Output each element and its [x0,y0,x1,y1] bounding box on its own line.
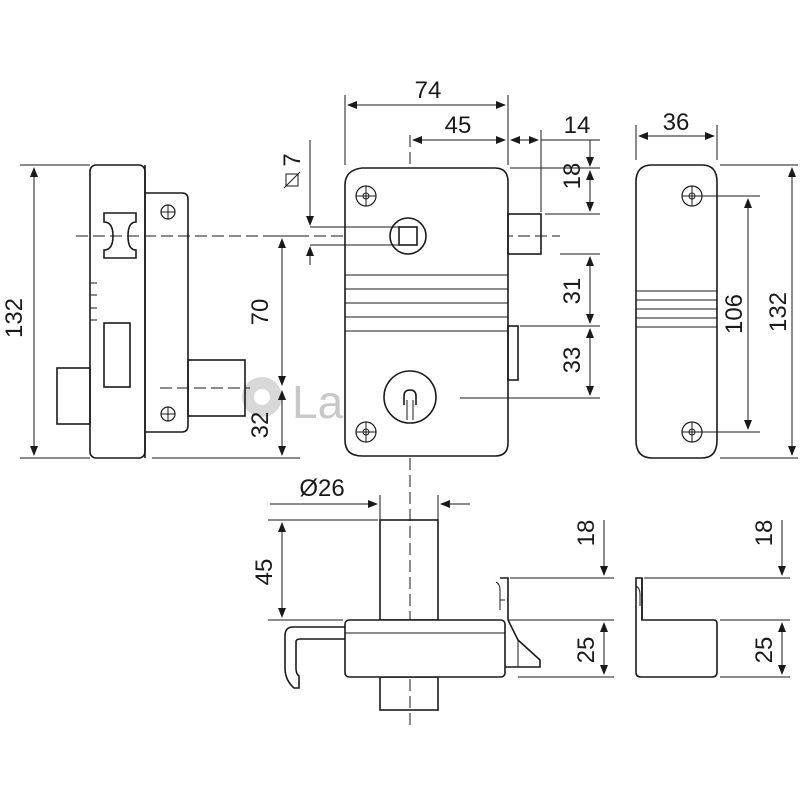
bottom-right-dimensions: 18 25 [644,520,790,678]
bottom-view [284,519,541,711]
square-symbol-icon [283,171,301,189]
left-dimensions: 132 70 32 [1,164,300,459]
dim-bottom-case-depth: 25 [573,637,600,664]
dim-front-step-to-cylinder: 33 [559,347,586,374]
dim-front-top-to-bolt: 18 [559,163,586,190]
dim-right-width: 36 [663,109,690,136]
dim-left-spindle-to-cylinder: 70 [247,299,274,326]
left-back-boss [56,367,91,425]
front-lock-case [344,167,509,457]
bottom-lock-case [344,619,506,678]
bottom-hook-handle [284,626,345,689]
dim-front-bolt-projection: 14 [564,112,591,139]
front-spindle-hub [389,217,427,255]
dim-left-cylinder-offset: 32 [247,412,274,439]
dim-bottom-right-top-offset: 18 [751,520,778,547]
front-bolt [507,213,542,255]
front-latch [507,325,519,381]
front-dimensions: 74 45 14 7 18 31 33 [279,77,600,399]
dim-front-bolt-axis-offset: 45 [445,112,472,139]
right-dimensions: 36 106 132 [635,109,798,459]
bottom-latch [505,619,541,668]
dim-bottom-right-case-depth: 25 [751,637,778,664]
left-cylinder-window [103,322,131,388]
dim-front-bolt-to-step: 31 [559,278,586,305]
right-side-view [635,164,718,459]
bottom-right-case [635,577,718,678]
front-keyway-icon [403,389,417,405]
dim-front-square-spindle: 7 [279,153,306,166]
dim-front-total-width: 74 [415,77,442,104]
front-view [344,167,542,457]
dim-right-total-height: 132 [765,292,792,332]
front-cylinder-icon [383,370,437,424]
front-square-spindle [398,226,418,246]
left-forend-plate [145,192,189,433]
right-lock-case [635,164,718,459]
dim-right-hole-spacing: 106 [721,294,748,334]
dim-bottom-cylinder-diameter: Ø26 [299,475,344,502]
bottom-cylinder-base [379,676,439,711]
left-lock-case [89,164,146,459]
bottom-flange [500,577,509,620]
bottom-cylinder-top [379,519,439,621]
dim-bottom-top-offset: 18 [573,520,600,547]
bottom-right-view [635,577,718,678]
dim-left-total-height: 132 [1,298,28,338]
bottom-dimensions: Ø26 45 18 25 [251,475,614,678]
dim-bottom-cylinder-length: 45 [251,559,278,586]
left-side-view [56,164,246,459]
left-knob [103,212,137,259]
